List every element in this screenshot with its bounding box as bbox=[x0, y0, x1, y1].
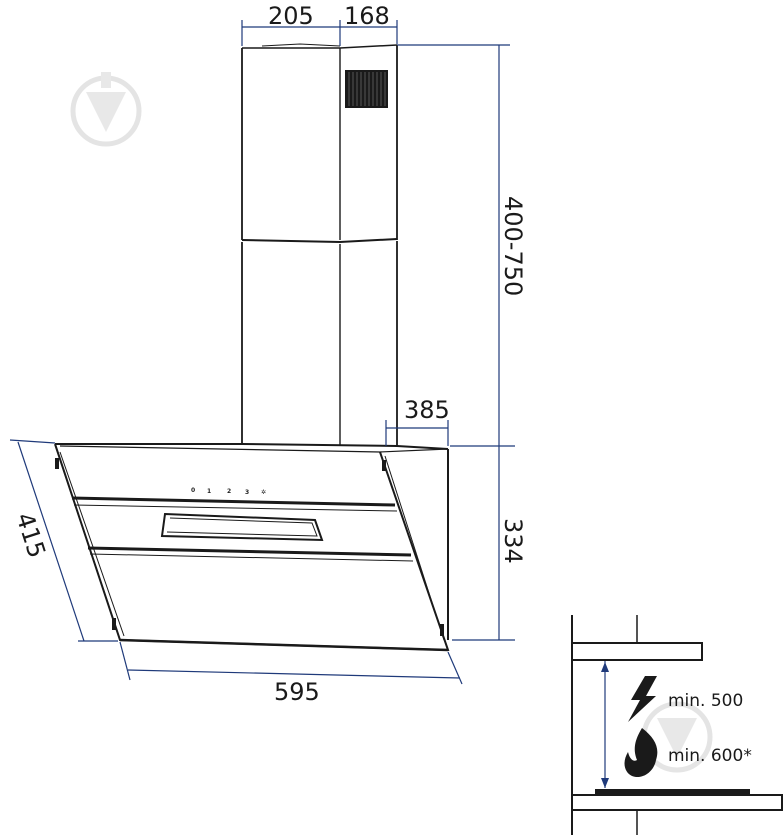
dim-canopy-slant: 415 bbox=[10, 509, 51, 561]
dim-canopy-width: 595 bbox=[274, 678, 320, 706]
dimension-chimney-height: 400-750 bbox=[397, 44, 527, 447]
dimension-canopy-width: 595 bbox=[119, 641, 463, 706]
button-label-speed-2: 2 bbox=[227, 488, 231, 495]
panel-clips bbox=[55, 458, 444, 636]
button-label-speed-1: 1 bbox=[207, 488, 211, 495]
dimension-chimney-top: 205 168 bbox=[241, 2, 398, 46]
electric-hob-distance: min. 500 bbox=[668, 691, 743, 711]
dim-chimney-height: 400-750 bbox=[499, 196, 527, 296]
gas-hob-distance: min. 600* bbox=[668, 746, 752, 766]
chimney bbox=[241, 43, 398, 446]
dimension-canopy-depth: 385 bbox=[385, 396, 450, 446]
canopy bbox=[54, 443, 450, 652]
vent-grille bbox=[345, 70, 388, 108]
button-label-off: 0 bbox=[191, 487, 195, 494]
dim-canopy-height: 334 bbox=[499, 518, 527, 564]
dim-chimney-width: 205 bbox=[268, 2, 314, 30]
control-panel: 0 1 2 3 ✲ bbox=[191, 487, 266, 496]
lightning-icon bbox=[628, 676, 657, 722]
filter-handle bbox=[160, 512, 324, 542]
dim-chimney-depth: 168 bbox=[344, 2, 390, 30]
button-label-speed-3: 3 bbox=[245, 489, 249, 496]
light-icon: ✲ bbox=[261, 489, 266, 496]
dimension-canopy-height: 334 bbox=[452, 446, 527, 641]
installation-inset: min. 500 min. 600* bbox=[571, 615, 783, 835]
flame-icon bbox=[624, 728, 658, 778]
dim-canopy-depth: 385 bbox=[404, 396, 450, 424]
watermark-icon bbox=[70, 72, 142, 147]
